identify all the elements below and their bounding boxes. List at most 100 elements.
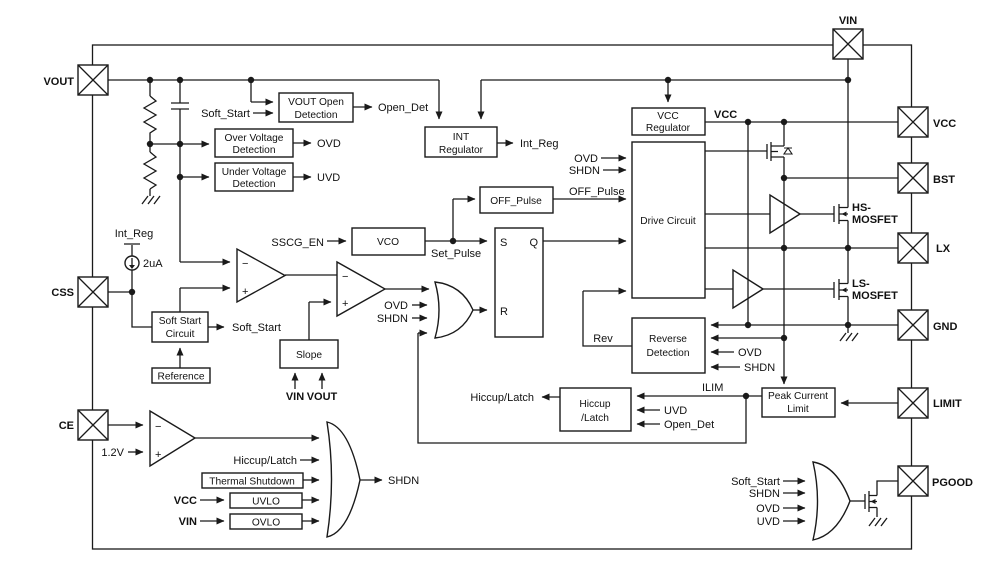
pwm-comparator-icon: − + <box>336 260 387 318</box>
resistor-icon <box>142 95 158 136</box>
label-shdn-drive: SHDN <box>569 165 600 177</box>
label-1v2: 1.2V <box>101 447 124 459</box>
label-vout-slope: VOUT <box>307 391 338 403</box>
label-hs-mosfet-2: MOSFET <box>852 214 898 226</box>
label-int-reg: Int_Reg <box>115 228 154 240</box>
label-2ua: 2uA <box>143 258 163 270</box>
pin-label-vout: VOUT <box>43 76 74 88</box>
label-ovd-reverse: OVD <box>738 347 762 359</box>
label-soft-start-pgood: Soft_Start <box>731 476 780 488</box>
block-label: Detection <box>294 110 337 121</box>
block-slope: Slope <box>279 339 339 369</box>
pgood-or-gate-icon <box>812 461 851 541</box>
block-label: OFF_Pulse <box>490 196 542 207</box>
pin-bst <box>897 162 929 194</box>
reset-or-gate-icon <box>434 281 474 339</box>
block-label: UVLO <box>252 497 280 508</box>
block-label: Detection <box>646 348 689 359</box>
block-label: Reverse <box>649 334 687 345</box>
label-set-pulse: Set_Pulse <box>431 248 481 260</box>
label-uvd-pgood: UVD <box>757 516 780 528</box>
latch-r-label: R <box>500 306 508 318</box>
ground-icon <box>868 517 888 527</box>
pin-label-pgood: PGOOD <box>932 477 973 489</box>
label-shdn-reverse: SHDN <box>744 362 775 374</box>
pin-gnd <box>897 309 929 341</box>
block-soft-start-circuit: Soft Start Circuit <box>151 311 209 343</box>
block-label: Thermal Shutdown <box>209 477 295 488</box>
label-soft-start-out: Soft_Start <box>232 322 281 334</box>
label-ilim: ILIM <box>702 382 723 394</box>
label-vin-slope: VIN <box>286 391 304 403</box>
pin-label-vcc: VCC <box>933 118 956 130</box>
label-shdn-pgood: SHDN <box>749 488 780 500</box>
block-label: INT <box>453 132 469 143</box>
label-shdn-reset: SHDN <box>377 313 408 325</box>
block-int-regulator: INT Regulator <box>424 126 498 158</box>
shdn-or-gate-icon <box>326 421 361 538</box>
block-over-voltage-detection: Over Voltage Detection <box>214 128 294 158</box>
ground-icons <box>141 195 888 527</box>
pin-vcc <box>897 106 929 138</box>
label-soft-start: Soft_Start <box>201 108 250 120</box>
block-off-pulse: OFF_Pulse <box>479 186 554 214</box>
label-vin-ovlo: VIN <box>179 516 197 528</box>
pin-ce <box>77 409 109 441</box>
arrow-wires <box>108 80 898 525</box>
label-off-pulse: OFF_Pulse <box>569 186 625 198</box>
block-reverse-detection: Reverse Detection <box>631 317 706 374</box>
pin-label-limit: LIMIT <box>933 398 962 410</box>
ground-icon <box>839 332 859 342</box>
label-ovd-pgood: OVD <box>756 503 780 515</box>
pin-label-ce: CE <box>59 420 74 432</box>
label-hiccup-shdn: Hiccup/Latch <box>233 455 297 467</box>
block-label: Regulator <box>646 123 691 134</box>
plus-sign: + <box>155 449 161 461</box>
label-uvd: UVD <box>317 172 340 184</box>
label-open-det-hiccup: Open_Det <box>664 419 714 431</box>
label-ls-mosfet-2: MOSFET <box>852 290 898 302</box>
label-rev: Rev <box>593 333 613 345</box>
block-label: Limit <box>787 404 809 415</box>
block-label: Detection <box>232 179 275 190</box>
minus-sign: − <box>342 271 348 283</box>
label-ovd: OVD <box>317 138 341 150</box>
label-hs-mosfet-1: HS- <box>852 202 871 214</box>
label-vcc-uvlo: VCC <box>174 495 197 507</box>
pin-css <box>77 276 109 308</box>
label-shdn-out: SHDN <box>388 475 419 487</box>
label-sscg-en: SSCG_EN <box>271 237 324 249</box>
junction-dots <box>128 76 852 400</box>
pin-label-vin: VIN <box>839 15 857 27</box>
latch-s-label: S <box>500 237 507 249</box>
pin-vout <box>77 64 109 96</box>
block-label: /Latch <box>581 413 609 424</box>
pin-limit <box>897 387 929 419</box>
pin-vin <box>832 28 864 60</box>
block-reference: Reference <box>151 367 211 384</box>
block-label: Reference <box>157 372 204 383</box>
block-label: Detection <box>232 145 275 156</box>
block-uvlo: UVLO <box>229 492 303 509</box>
block-label: VCO <box>377 237 399 248</box>
label-uvd-hiccup: UVD <box>664 405 687 417</box>
hs-driver-buffer-icon <box>769 193 802 235</box>
block-vco: VCO <box>351 227 426 256</box>
latch-q-label: Q <box>529 237 538 249</box>
block-under-voltage-detection: Under Voltage Detection <box>214 162 294 192</box>
pin-lx <box>897 232 929 264</box>
pin-label-bst: BST <box>933 174 955 186</box>
error-amplifier-icon: − + <box>236 247 287 304</box>
label-ovd-reset: OVD <box>384 300 408 312</box>
label-int-reg-out: Int_Reg <box>520 138 559 150</box>
block-label: Regulator <box>439 145 484 156</box>
block-label: OVLO <box>252 518 280 529</box>
block-sr-latch: S Q R <box>494 227 544 338</box>
block-vcc-regulator: VCC Regulator <box>631 107 706 136</box>
label-ls-mosfet-1: LS- <box>852 278 870 290</box>
block-label: Soft Start <box>159 316 202 327</box>
label-vcc-rail: VCC <box>714 109 737 121</box>
pin-label-css: CSS <box>51 287 74 299</box>
